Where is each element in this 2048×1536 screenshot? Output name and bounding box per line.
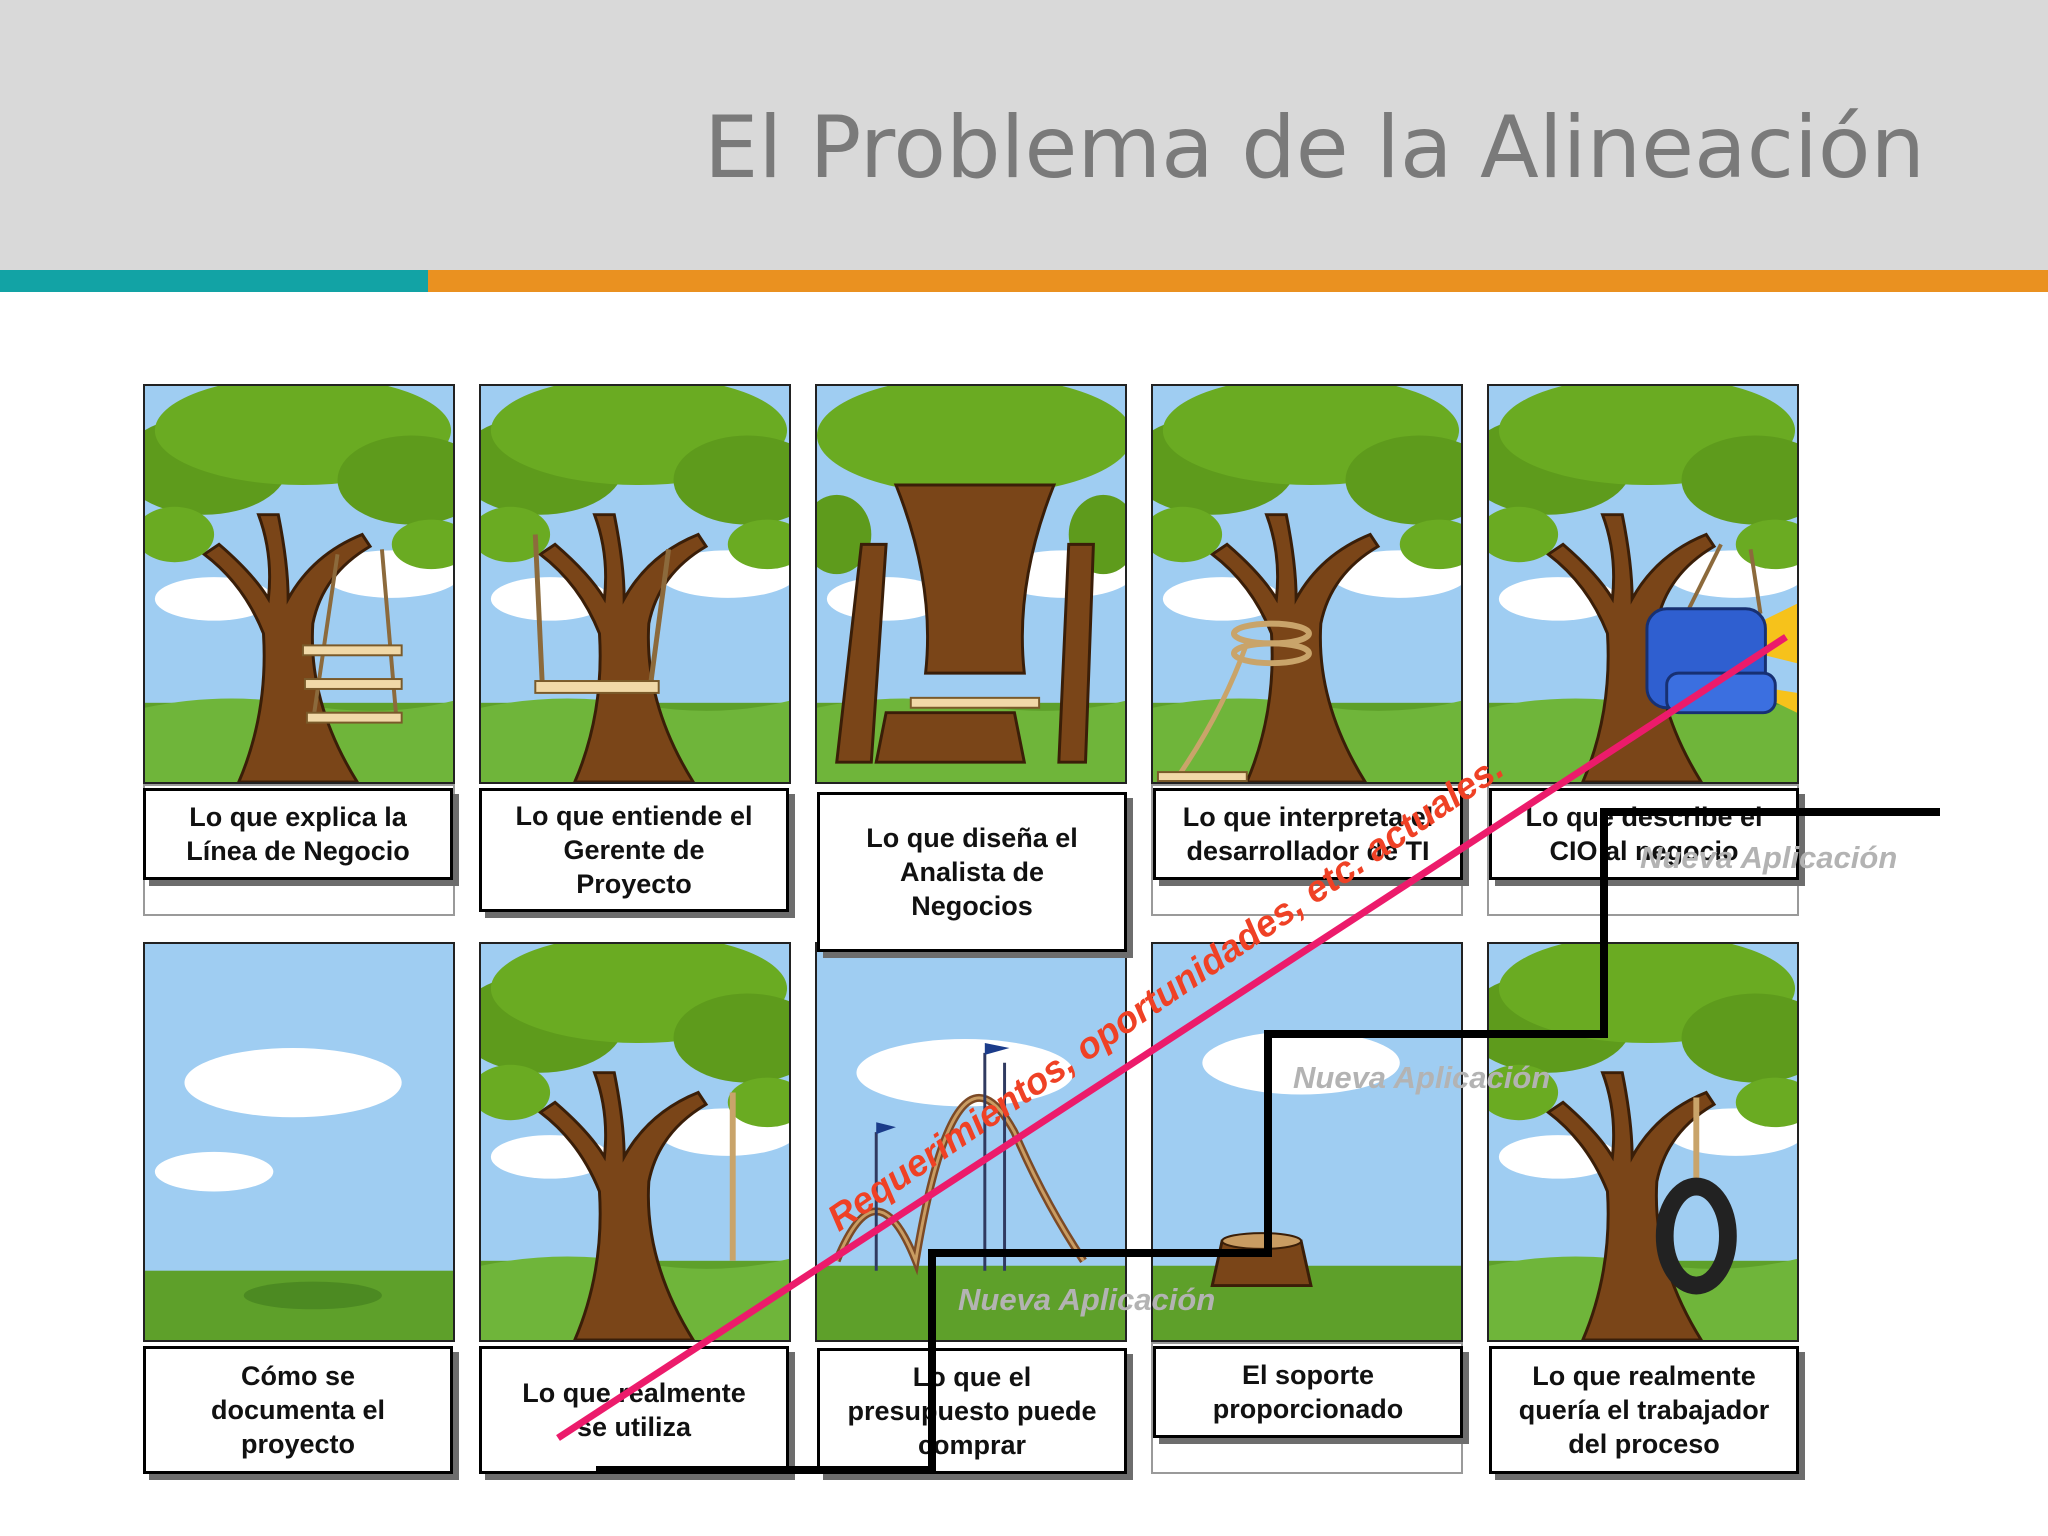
caption-actually-used: Lo que realmente se utiliza <box>479 1346 789 1474</box>
panel-single-rope <box>479 942 791 1342</box>
new-application-label: Nueva Aplicación <box>1640 840 1898 875</box>
single-rope-icon <box>481 944 789 1340</box>
accent-bar-teal <box>0 270 428 292</box>
slide-title: El Problema de la Alineación <box>703 98 1925 198</box>
empty-landscape-icon <box>145 944 453 1340</box>
caption-business-line: Lo que explica la Línea de Negocio <box>143 788 453 880</box>
plank-swing-icon <box>481 386 789 782</box>
panel-trunk-through-swing <box>815 384 1127 784</box>
armchair-swing-icon <box>1489 386 1797 782</box>
tire-swing-icon <box>1489 944 1797 1340</box>
new-application-label: Nueva Aplicación <box>1293 1060 1551 1095</box>
accent-bar-orange <box>428 270 2048 292</box>
caption-project-manager: Lo que entiende el Gerente de Proyecto <box>479 788 789 912</box>
panel-plank-swing <box>479 384 791 784</box>
panel-empty-landscape <box>143 942 455 1342</box>
tree-stump-icon <box>1153 944 1461 1340</box>
panel-rope-ladder-swing <box>143 384 455 784</box>
trunk-swing-icon <box>817 386 1125 782</box>
title-band <box>0 0 2048 270</box>
caption-documentation: Cómo se documenta el proyecto <box>143 1346 453 1474</box>
caption-business-analyst: Lo que diseña el Analista de Negocios <box>817 792 1127 952</box>
panel-armchair-swing <box>1487 384 1799 784</box>
panel-rope-tied-trunk <box>1151 384 1463 784</box>
new-application-label: Nueva Aplicación <box>958 1282 1216 1317</box>
caption-budget: Lo que el presupuesto puede comprar <box>817 1348 1127 1474</box>
caption-process-worker: Lo que realmente quería el trabajador de… <box>1489 1346 1799 1474</box>
rope-ladder-swing-icon <box>145 386 453 782</box>
panel-tire-swing <box>1487 942 1799 1342</box>
caption-support: El soporte proporcionado <box>1153 1346 1463 1438</box>
rope-tied-trunk-icon <box>1153 386 1461 782</box>
